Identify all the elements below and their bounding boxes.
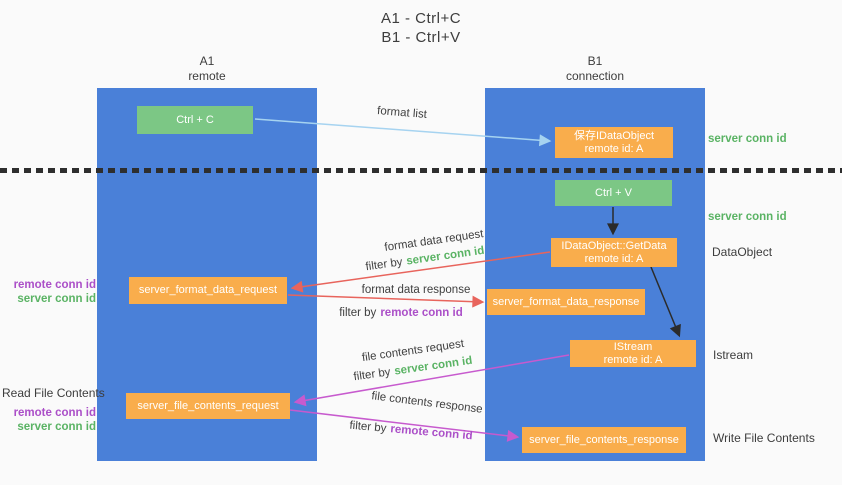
- istream-line1: IStream: [613, 340, 653, 353]
- remote-conn-id-text: remote conn id: [380, 307, 463, 319]
- diagram-title: A1 - Ctrl+C B1 - Ctrl+V: [0, 9, 842, 47]
- format-list-arrow: [254, 118, 552, 147]
- left-conn-id-group-upper: remote conn id server conn id: [0, 278, 96, 306]
- save-dataobject-line1: 保存IDataObject: [573, 129, 655, 142]
- format-response-label: server_format_data_response: [492, 295, 640, 308]
- file-request-node: server_file_contents_request: [126, 393, 290, 419]
- file-contents-response-arrow: [289, 409, 520, 442]
- dataobject-label: DataObject: [712, 245, 773, 259]
- save-dataobject-node: 保存IDataObject remote id: A: [555, 127, 673, 158]
- column-a-header: A1 remote: [97, 54, 317, 84]
- file-response-node: server_file_contents_response: [522, 427, 686, 453]
- save-dataobject-line2: remote id: A: [584, 142, 644, 155]
- divider-dotted-line: [0, 168, 842, 173]
- format-data-response-arrow: [287, 294, 485, 308]
- column-b-name: B1: [587, 54, 603, 68]
- format-data-response-label: format data response: [361, 284, 471, 296]
- format-request-label: server_format_data_request: [138, 284, 278, 296]
- title-line-2: B1 - Ctrl+V: [381, 29, 461, 46]
- format-response-node: server_format_data_response: [487, 289, 645, 315]
- file-request-label: server_file_contents_request: [137, 399, 279, 412]
- istream-line2: remote id: A: [603, 353, 663, 366]
- remote-conn-id-lower-label: remote conn id: [13, 407, 96, 419]
- ctrl-v-label: Ctrl + V: [595, 186, 632, 199]
- getdata-line1: IDataObject::GetData: [561, 239, 667, 252]
- left-conn-id-group-lower: remote conn id server conn id: [0, 406, 96, 434]
- getdata-node: IDataObject::GetData remote id: A: [551, 238, 677, 267]
- column-b-header: B1 connection: [485, 54, 705, 84]
- write-file-contents-label: Write File Contents: [713, 431, 815, 445]
- server-conn-id-top-label: server conn id: [708, 133, 787, 145]
- filter-by-text: filter by: [339, 307, 377, 319]
- ctrl-v-node: Ctrl + V: [555, 180, 672, 206]
- istream-node: IStream remote id: A: [570, 340, 696, 367]
- server-conn-id-mid-label: server conn id: [708, 211, 787, 223]
- server-conn-id-upper-label: server conn id: [17, 293, 96, 305]
- format-data-request-arrow: [290, 251, 551, 293]
- format-request-node: server_format_data_request: [129, 277, 287, 304]
- ctrl-c-label: Ctrl + C: [176, 113, 214, 126]
- column-a-name: A1: [199, 54, 215, 68]
- file-contents-request-arrow: [293, 354, 570, 407]
- file-response-label: server_file_contents_response: [529, 433, 679, 446]
- remote-conn-id-upper-label: remote conn id: [13, 279, 96, 291]
- title-line-1: A1 - Ctrl+C: [380, 10, 462, 27]
- column-b-role: connection: [565, 69, 625, 83]
- getdata-line2: remote id: A: [584, 252, 644, 265]
- ctrl-c-node: Ctrl + C: [137, 106, 253, 134]
- getdata-to-istream-arrow: [650, 266, 681, 338]
- read-file-contents-label: Read File Contents: [2, 386, 105, 400]
- istream-side-label: Istream: [713, 348, 754, 362]
- server-conn-id-lower-label: server conn id: [17, 421, 96, 433]
- column-a-role: remote: [188, 69, 226, 83]
